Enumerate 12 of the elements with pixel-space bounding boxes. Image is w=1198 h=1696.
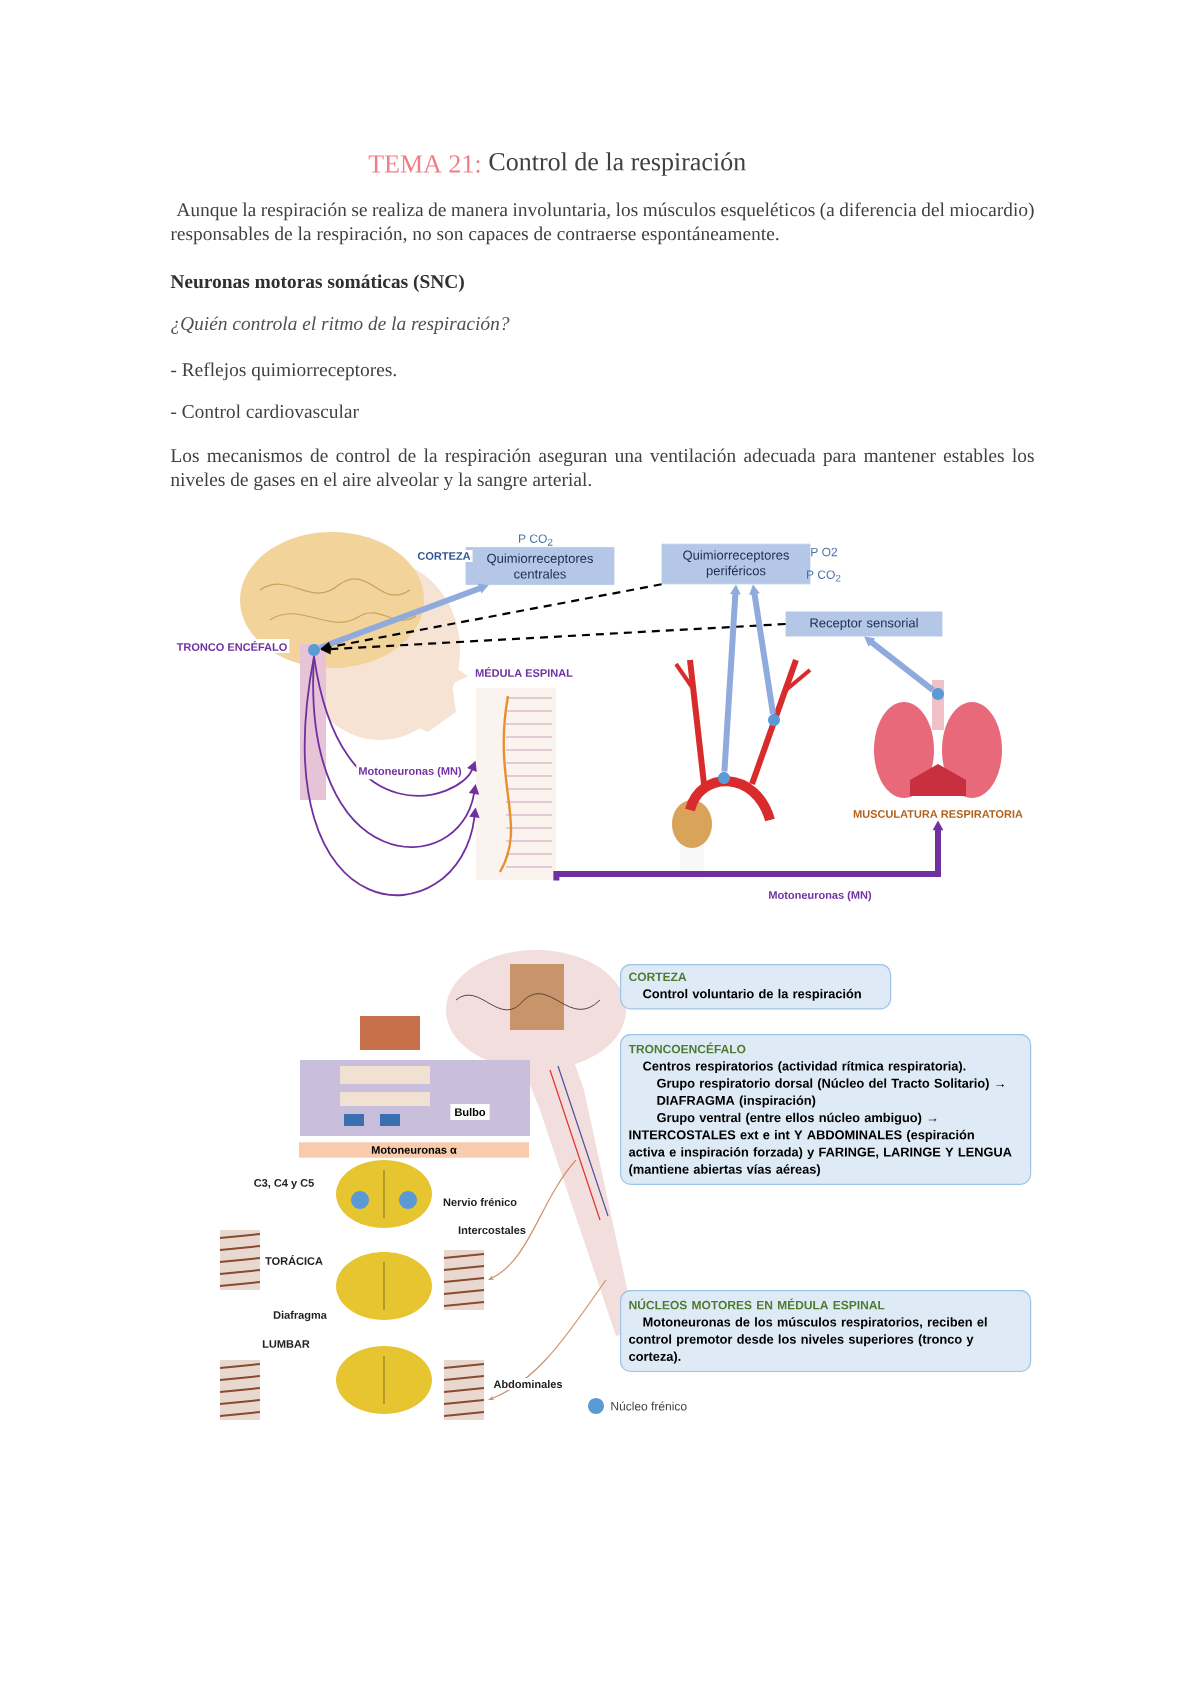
arrow	[313, 655, 477, 797]
arrow	[304, 655, 480, 896]
question: ¿Quién controla el ritmo de la respiración?	[171, 316, 510, 335]
title: Control de la respiración	[489, 152, 746, 176]
spinal-cord-drawing	[476, 688, 556, 880]
list-item: - Control cardiovascular	[171, 404, 359, 419]
arrow	[864, 636, 935, 693]
paragraph: Los mecanismos de control de la respiración aseguran una ventilación adecuada para mantener estables los niveles de gases en el aire alveolar y la sangre arterial.	[170, 448, 1034, 491]
paragraph: Aunque la respiración se realiza de manera involuntaria, los músculos esqueléticos (a diferencia del miocardio) responsables de la respiración, no son capaces de contraerse espontáneamente.	[170, 202, 1034, 245]
list-item: - Reflejos quimiorreceptores.	[171, 362, 396, 381]
title-number: TEMA 21:	[368, 155, 480, 173]
subheading: Neuronas motoras somáticas (SNC)	[170, 274, 464, 293]
